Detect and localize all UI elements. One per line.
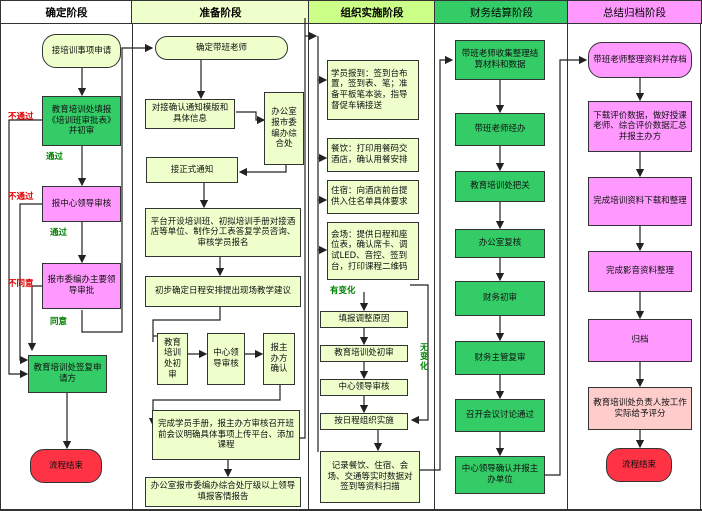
confirm-center-node: 报中心领导审核 [42, 186, 121, 222]
implement-checkin-node: 学员报到：签到台布置，签到表、笔；准备平板笔本装，指导督促车辆接送 [327, 60, 419, 120]
column-implement [309, 0, 435, 511]
edge-label-agree: 同意 [50, 317, 68, 327]
confirm-sign-node: 教育培训处签复申请方 [28, 355, 107, 393]
finance-handle-node: 带班老师经办 [455, 113, 545, 146]
prepare-platform-node: 平台开设培训班、初拟培训手册对接酒店等单位、制作分工表答复学员咨询、审核学员报名 [145, 208, 301, 257]
edge-label-fail2: 不通过 [8, 192, 34, 202]
prepare-edu-review-node: 教育培训处初审 [157, 333, 188, 385]
finance-head-node: 财务主管复审 [455, 341, 545, 375]
column-finance [435, 0, 568, 511]
implement-record-node: 记录餐饮、住宿、会场、交通等实时数据对签到等资料扫描 [320, 451, 420, 503]
column-summary [568, 0, 701, 511]
prepare-leader-report-node: 办公室报市委编办综合处厅级以上领导填报客情报告 [145, 477, 301, 507]
implement-lodging-node: 住宿：向酒店前台提供入住名单具体要求 [327, 180, 419, 214]
implement-execute-node: 按日程组织实施 [320, 413, 408, 430]
implement-edu-review-node: 教育培训处初审 [320, 345, 408, 362]
confirm-end-node: 流程结束 [30, 449, 102, 483]
header-confirm: 确定阶段 [0, 0, 133, 24]
edge-label-fail1: 不通过 [8, 112, 34, 122]
summary-end-node: 流程结束 [606, 448, 672, 482]
summary-complete-node: 完成培训资料下载和整理 [588, 177, 692, 226]
confirm-start-node: 接培训事项申请 [42, 34, 121, 68]
prepare-schedule-node: 初步确定日程安排提出现场教学建议 [145, 276, 301, 307]
column-prepare [132, 0, 309, 511]
summary-file-node: 归档 [588, 319, 692, 362]
edge-label-changed: 有变化 [330, 286, 356, 296]
summary-score-node: 教育培训处负责人按工作实际给予评分 [588, 387, 692, 430]
edge-label-pass1: 通过 [46, 152, 64, 162]
edge-label-pass2: 通过 [50, 228, 68, 238]
prepare-host-confirm-node: 报主办方确认 [263, 333, 295, 385]
edge-label-disagree: 不同意 [8, 279, 34, 289]
header-summary: 总结归档阶段 [567, 0, 702, 24]
header-finance: 财务结算阶段 [434, 0, 569, 24]
prepare-office-review-node: 办公室报市委编办综合处 [264, 92, 304, 165]
summary-archive-node: 带班老师整理资料并存档 [588, 42, 692, 78]
prepare-notice-node: 接正式通知 [146, 157, 238, 183]
header-implement: 组织实施阶段 [308, 0, 436, 24]
header-prepare: 准备阶段 [131, 0, 310, 24]
confirm-office-node: 报市委编办主要领导审批 [42, 263, 121, 309]
confirm-review-node: 教育培训处填报《培训班审批表》并初审 [42, 96, 121, 146]
finance-collect-node: 带班老师收集整理结算材料和数据 [455, 40, 545, 80]
finance-meeting-node: 召开会议讨论通过 [455, 399, 545, 432]
summary-download-node: 下载评价数据，做好授课老师、综合评价数据汇总并报主办方 [588, 101, 692, 152]
prepare-handbook-node: 完成学员手册，报主办方审核召开班前会议明确具体事项上传平台、添加课程 [152, 410, 300, 460]
finance-office-check-node: 办公室复核 [455, 229, 545, 258]
prepare-center-review-node: 中心领导审核 [207, 333, 245, 385]
summary-images-node: 完成影音资料整理 [588, 251, 692, 292]
prepare-contact-node: 对接确认通知模版和具体信息 [145, 99, 235, 129]
implement-dining-node: 餐饮：打印用餐码交酒店，确认用餐安排 [327, 138, 419, 172]
column-confirm [0, 0, 133, 511]
implement-adjust-node: 填报调整原因 [320, 311, 408, 328]
finance-edu-check-node: 教育培训处把关 [455, 171, 545, 202]
bottom-border [0, 509, 702, 511]
implement-center-review-node: 中心领导审核 [320, 379, 408, 396]
finance-center-confirm-node: 中心领导确认并报主办单位 [455, 456, 545, 494]
edge-label-unchanged: 无变化 [420, 343, 429, 372]
finance-review-node: 财务初审 [455, 281, 545, 316]
implement-venue-node: 会场：提供日程和座位表，确认席卡、调试LED、音控、签到台，打印课程二维码 [327, 222, 419, 280]
prepare-start-node: 确定带班老师 [155, 36, 288, 60]
